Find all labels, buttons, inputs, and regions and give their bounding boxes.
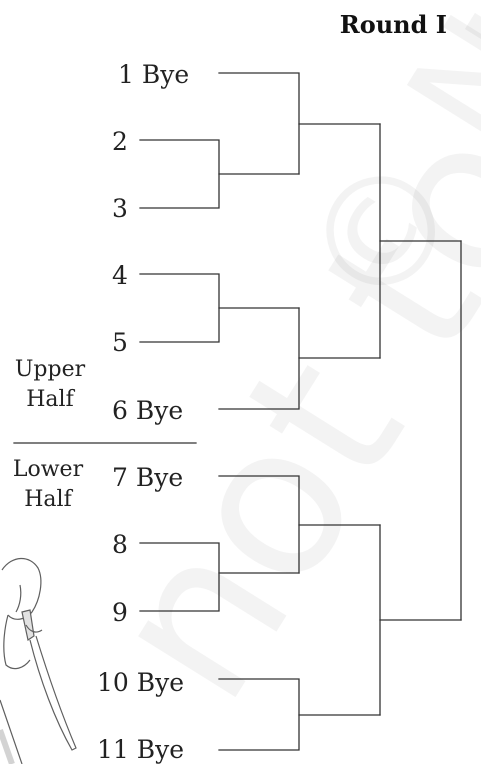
bye-1-connector <box>219 73 299 174</box>
bye-6-connector <box>219 308 299 409</box>
bye-7-connector <box>219 476 299 573</box>
fencer-illustration <box>0 558 76 764</box>
match-10-11 <box>219 679 299 750</box>
match-4-5 <box>140 274 219 342</box>
match-8-9 <box>140 543 219 611</box>
match-2-3 <box>140 140 219 208</box>
